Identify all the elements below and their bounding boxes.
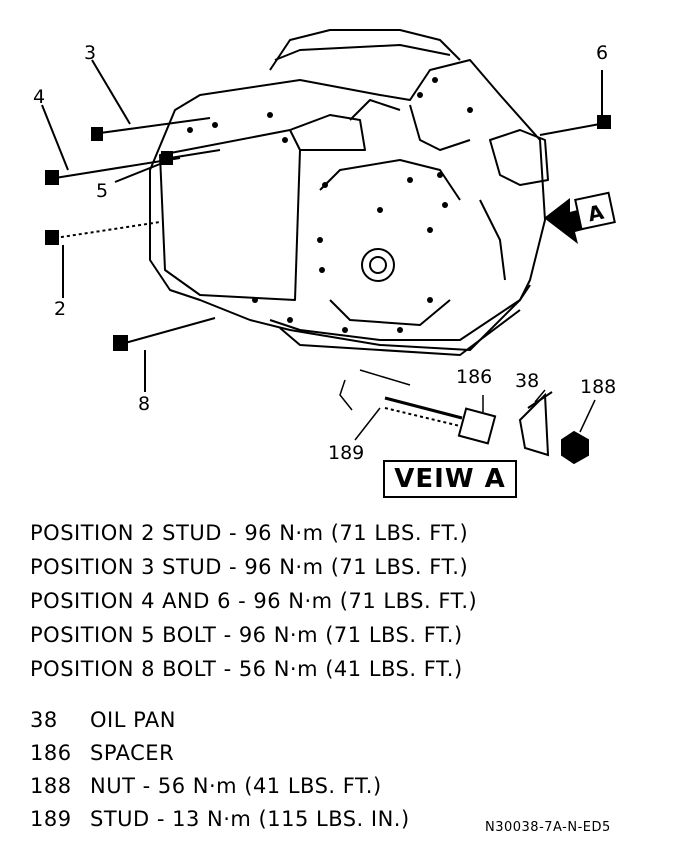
view-a-label: VEIW A xyxy=(383,460,517,498)
figure-reference-code: N30038-7A-N-ED5 xyxy=(485,820,611,835)
parts-legend: 38 OIL PAN 186 SPACER 188 NUT - 56 N·m (41 … xyxy=(30,704,410,836)
torque-spec-list: POSITION 2 STUD - 96 N·m (71 LBS. FT.) P… xyxy=(30,516,477,686)
legend-text: STUD - 13 N·m (115 LBS. IN.) xyxy=(90,807,410,831)
diagram-drawing xyxy=(41,29,616,465)
legend-text: NUT - 56 N·m (41 LBS. FT.) xyxy=(90,774,382,798)
legend-item: 186 SPACER xyxy=(30,737,410,770)
torque-spec-row: POSITION 8 BOLT - 56 N·m (41 LBS. FT.) xyxy=(30,657,463,681)
legend-number: 189 xyxy=(30,807,72,831)
torque-spec-row: POSITION 4 AND 6 - 96 N·m (71 LBS. FT.) xyxy=(30,589,478,613)
legend-number: 188 xyxy=(30,774,72,798)
torque-spec-row: POSITION 5 BOLT - 96 N·m (71 LBS. FT.) xyxy=(30,623,463,647)
view-a-detail xyxy=(339,369,596,465)
callout-186: 186 xyxy=(456,366,493,388)
callout-3: 3 xyxy=(84,42,97,64)
stud-position-4 xyxy=(41,104,181,185)
callout-6: 6 xyxy=(596,42,609,64)
stud-position-2 xyxy=(45,221,161,298)
callout-2: 2 xyxy=(54,298,67,320)
legend-number: 38 xyxy=(30,708,58,732)
callout-189: 189 xyxy=(328,442,365,464)
spacer-186 xyxy=(457,407,497,445)
legend-item: 38 OIL PAN xyxy=(30,704,410,737)
transmission-case xyxy=(149,59,546,351)
callout-4: 4 xyxy=(33,86,46,108)
legend-text: OIL PAN xyxy=(90,708,176,732)
bolt-position-8 xyxy=(113,317,216,392)
legend-number: 186 xyxy=(30,741,72,765)
legend-item: 188 NUT - 56 N·m (41 LBS. FT.) xyxy=(30,770,410,803)
nut-188 xyxy=(561,430,589,465)
legend-item: 189 STUD - 13 N·m (115 LBS. IN.) xyxy=(30,803,410,836)
torque-spec-row: POSITION 2 STUD - 96 N·m (71 LBS. FT.) xyxy=(30,521,469,545)
callout-8: 8 xyxy=(138,393,151,415)
bolt-position-6 xyxy=(539,70,611,136)
stud-189 xyxy=(384,396,463,420)
legend-text: SPACER xyxy=(90,741,175,765)
bolt-position-3 xyxy=(91,59,211,141)
callout-5: 5 xyxy=(96,180,109,202)
bolt-position-5 xyxy=(114,149,221,183)
output-hub xyxy=(361,248,395,282)
callout-38: 38 xyxy=(515,370,540,392)
mount-bracket xyxy=(489,129,549,186)
transmission-mount-diagram: 3 4 5 2 6 8 A 186 38 188 189 VEIW A xyxy=(33,29,617,498)
callout-188: 188 xyxy=(580,376,617,398)
view-a-arrow xyxy=(544,191,616,244)
torque-spec-row: POSITION 3 STUD - 96 N·m (71 LBS. FT.) xyxy=(30,555,469,579)
